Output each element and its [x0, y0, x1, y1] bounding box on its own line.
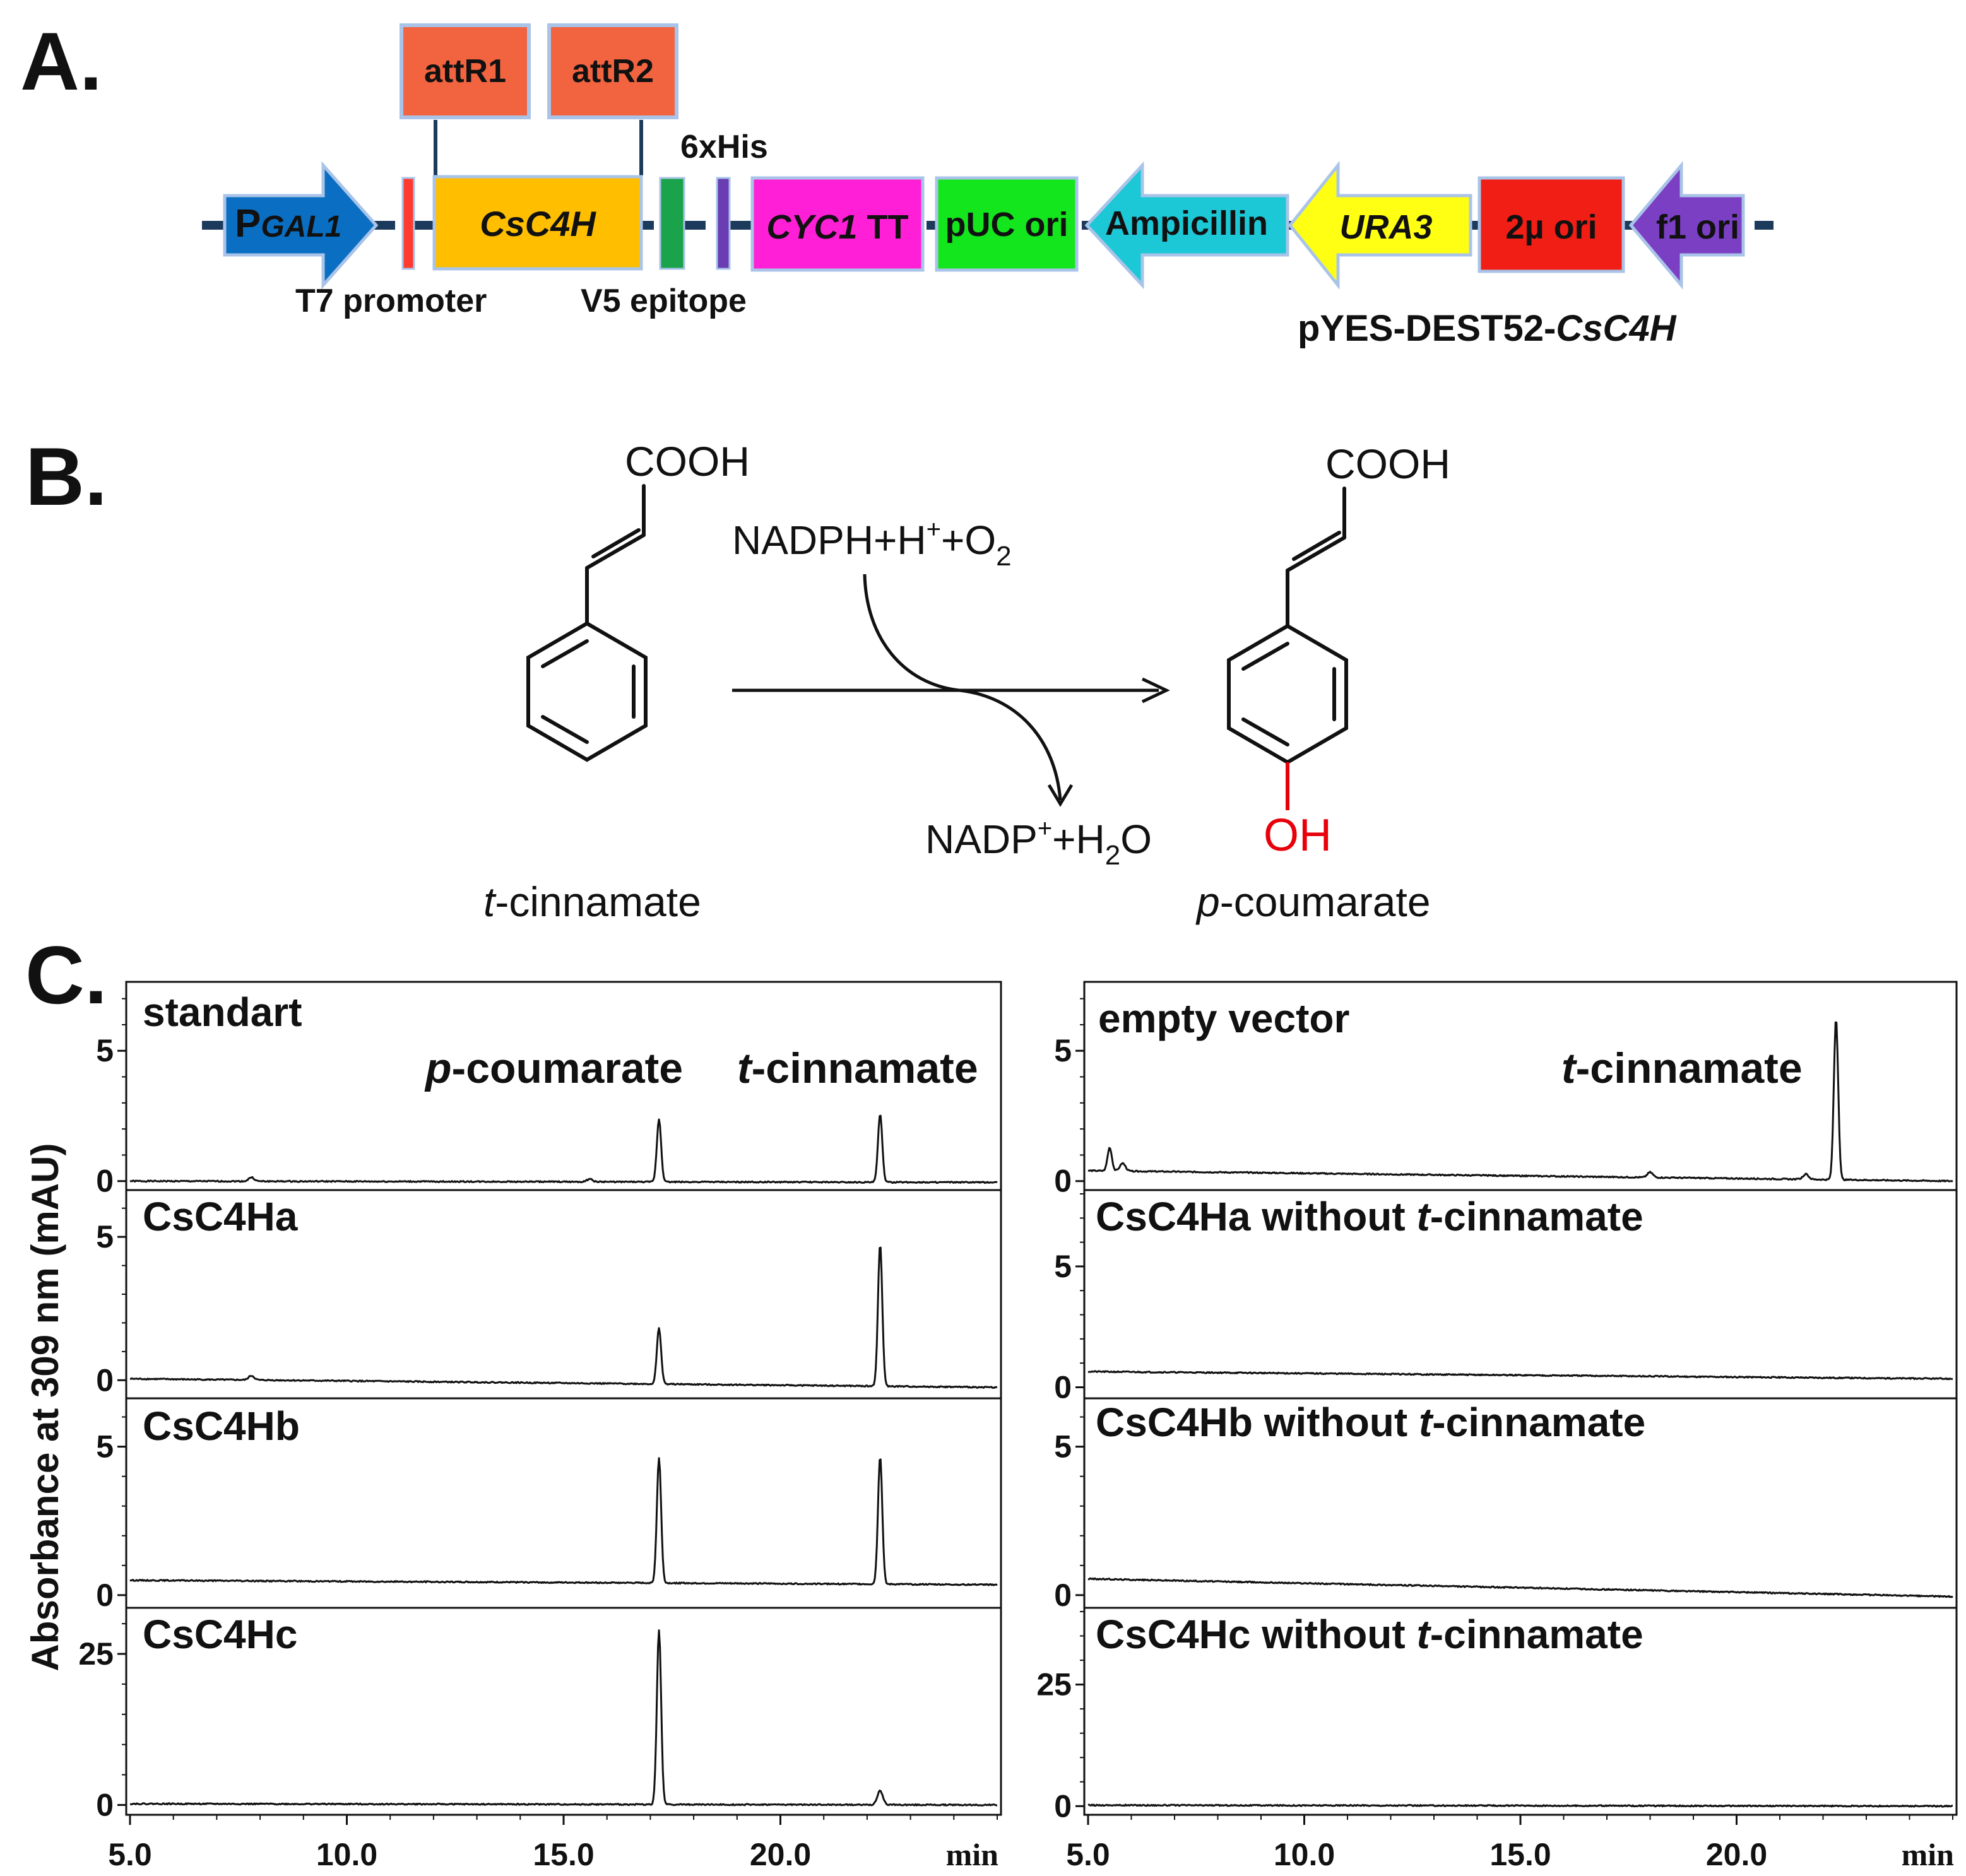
chrom-csc4hc-without-xtick-label: 15.0: [1489, 1837, 1551, 1872]
oh-label: OH: [1264, 810, 1332, 861]
cofactor-label: NADPH+H++O2: [732, 516, 1012, 572]
chrom-standart-ytick-label: 5: [96, 1033, 114, 1068]
f1-ori-arrow: [1628, 161, 1745, 290]
pgal1-arrow: [223, 161, 379, 290]
panel-title-csc4hb: CsC4Hb: [143, 1403, 300, 1449]
panel-label-a: A.: [20, 15, 102, 107]
csc4h-label: CsC4H: [480, 204, 596, 244]
chrom-csc4hb-without-ytick-label: 0: [1054, 1578, 1072, 1613]
product-cofactor-label: NADP++H2O: [925, 815, 1152, 871]
panel-title-empty-vector: empty vector: [1098, 996, 1349, 1041]
chrom-empty-vector-ytick-label: 5: [1054, 1033, 1072, 1068]
chrom-csc4hb-ytick-label: 5: [96, 1429, 114, 1465]
t7-promoter-bar: [401, 177, 415, 270]
chrom-csc4hc-xtick-label: 5.0: [108, 1837, 152, 1872]
chrom-standart-trace: [129, 1114, 998, 1184]
chrom-csc4hb-ytick-label: 0: [96, 1578, 114, 1613]
panel-label-c: C.: [25, 929, 107, 1021]
p-coumarate-structure: [1227, 487, 1348, 765]
chrom-csc4hc-ytick-label: 25: [78, 1636, 114, 1672]
peak-label-t-cinnamate-right: t-cinnamate: [1561, 1044, 1803, 1092]
chrom-csc4ha-without: 50: [1054, 1189, 1958, 1405]
ampicillin-label: Ampicillin: [1105, 204, 1268, 242]
attr1-label: attR1: [424, 53, 506, 90]
ura3-arrow: [1288, 160, 1472, 290]
chrom-csc4ha-without-ytick-label: 5: [1054, 1249, 1072, 1284]
chrom-standart-ytick-label: 0: [96, 1164, 114, 1199]
cyc1-tt-box: [750, 176, 925, 272]
peak-label-t-cinnamate: t-cinnamate: [737, 1044, 978, 1092]
chrom-csc4hc-without-xtick-label: 5.0: [1066, 1837, 1110, 1872]
chrom-csc4hc-without-xtick-label: 20.0: [1706, 1837, 1767, 1872]
reaction-arrowhead: [1141, 677, 1170, 704]
attr1-box: [400, 23, 531, 119]
chrom-csc4hc-without-ytick-label: 0: [1054, 1788, 1072, 1824]
chrom-csc4hb-without-ytick-label: 5: [1054, 1429, 1072, 1465]
chrom-csc4hc-without-xtick-label: 10.0: [1274, 1837, 1335, 1872]
p-coumarate-name: p-coumarate: [1195, 878, 1431, 925]
t7-promoter-label: T7 promoter: [295, 283, 487, 319]
chrom-csc4hc-xtick-label: 15.0: [533, 1837, 594, 1872]
chrom-empty-vector-trace: [1087, 1021, 1953, 1183]
f1-ori-label: f1 ori: [1656, 208, 1739, 246]
cofactor-arrowhead: [1047, 784, 1074, 807]
ampicillin-arrow: [1084, 161, 1289, 290]
vector-name: pYES-DEST52-CsC4H: [1298, 308, 1677, 349]
t-cinnamate-name: t-cinnamate: [483, 878, 701, 925]
panel-title-csc4ha: CsC4Ha: [143, 1194, 298, 1239]
chrom-csc4hc-ytick-label: 0: [96, 1787, 114, 1822]
attr2-label: attR2: [572, 53, 654, 90]
y-axis-label: Absorbance at 309 nm (mAU): [24, 1143, 66, 1672]
chrom-csc4ha-ytick-label: 0: [96, 1362, 114, 1398]
panel-title-csc4hc-without: CsC4Hc without t-cinnamate: [1096, 1612, 1643, 1657]
chrom-csc4ha-ytick-label: 5: [96, 1219, 114, 1254]
chrom-csc4hc-xtick-label: 10.0: [316, 1837, 377, 1872]
puc-ori-label: pUC ori: [945, 206, 1069, 244]
chrom-csc4hb-without-trace: [1087, 1577, 1953, 1598]
cyc1-tt-label: CYC1 TT: [766, 208, 908, 246]
puc-ori-box: [935, 176, 1079, 272]
his-tag-label: 6xHis: [680, 129, 768, 165]
chrom-csc4hc-trace: [130, 1629, 997, 1807]
panel-title-csc4ha-without: CsC4Ha without t-cinnamate: [1096, 1194, 1643, 1239]
attr2-box: [547, 23, 678, 119]
cooh-label-1: COOH: [625, 438, 750, 485]
chrom-csc4hc-without: 25 0 5.0 10.0 15.0 20.0 min: [1036, 1607, 1958, 1872]
cooh-label-2: COOH: [1325, 440, 1450, 487]
t-cinnamate-structure: [526, 484, 648, 762]
chrom-csc4hc-xtick-label: 20.0: [750, 1837, 811, 1872]
panel-title-csc4hb-without: CsC4Hb without t-cinnamate: [1096, 1400, 1645, 1445]
chrom-csc4hb-trace: [129, 1457, 998, 1586]
chrom-csc4ha-trace: [129, 1246, 998, 1389]
chrom-csc4hc: 25 0 5.0 10.0 15.0 20.0 min: [78, 1607, 1002, 1872]
chrom-csc4hc-without-x-unit: min: [1902, 1837, 1955, 1872]
chrom-csc4hc-without-ytick-label: 25: [1036, 1667, 1072, 1702]
chrom-empty-vector-ytick-label: 0: [1054, 1164, 1072, 1199]
two-micron-ori-label: 2µ ori: [1505, 208, 1597, 246]
chrom-csc4hb: 50: [96, 1397, 1002, 1613]
cofactor-curved-arrow: [863, 574, 1062, 801]
two-micron-ori-box: [1477, 176, 1625, 273]
chrom-csc4hc-x-unit: min: [946, 1837, 999, 1872]
ura3-label: URA3: [1339, 208, 1432, 246]
v5-epitope-bar: [716, 177, 731, 270]
pgal1-label: PGAL1: [235, 202, 341, 245]
csc4h-box: [432, 175, 643, 271]
his-tag-bar: [659, 177, 685, 270]
panel-title-standart: standart: [143, 989, 302, 1035]
chrom-csc4ha-without-ytick-label: 0: [1054, 1370, 1072, 1405]
panel-label-b: B.: [25, 430, 107, 522]
chrom-csc4hc-without-trace: [1087, 1803, 1953, 1808]
chrom-csc4ha-without-trace: [1087, 1370, 1953, 1381]
v5-epitope-label: V5 epitope: [581, 283, 747, 319]
peak-label-p-coumarate: p-coumarate: [424, 1044, 683, 1092]
panel-title-csc4hc: CsC4Hc: [143, 1612, 297, 1657]
